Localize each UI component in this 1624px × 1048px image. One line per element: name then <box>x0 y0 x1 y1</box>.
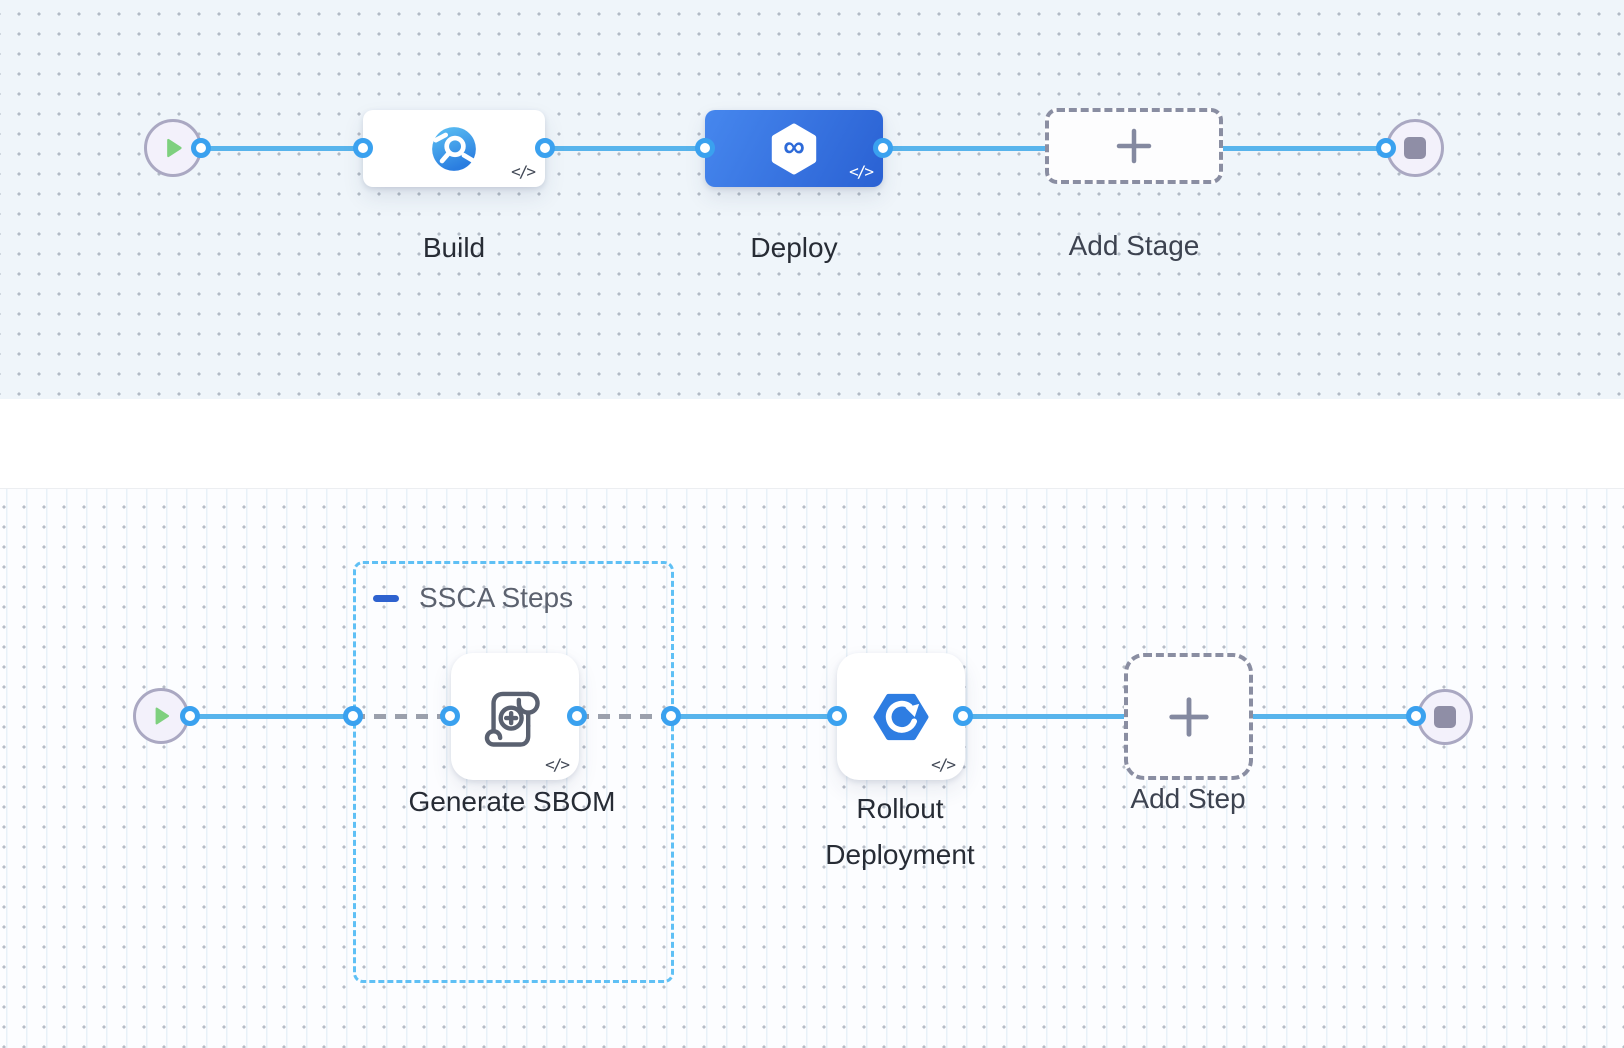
add-stage-label: Add Stage <box>1068 230 1200 261</box>
step-card-generate-sbom[interactable]: </> <box>451 653 579 780</box>
stage-canvas[interactable]: </> ∞ </> Build Deploy Add Stage <box>0 0 1624 399</box>
sbom-scroll-icon <box>484 691 540 747</box>
rollout-icon <box>873 693 929 740</box>
step-connector-dashed <box>577 714 671 719</box>
connector-port <box>180 706 200 726</box>
stage-label-build: Build <box>422 232 486 263</box>
stop-icon <box>1434 706 1456 728</box>
connector-port <box>353 138 373 158</box>
add-step-button[interactable] <box>1124 653 1253 780</box>
stop-icon <box>1404 137 1426 159</box>
yaml-code-badge: </> <box>511 162 536 181</box>
connector-port <box>440 706 460 726</box>
cd-deploy-icon: ∞ <box>771 123 817 174</box>
connector-port <box>567 706 587 726</box>
stage-label-deploy: Deploy <box>750 232 838 263</box>
connector-port <box>1406 706 1426 726</box>
yaml-code-badge: </> <box>545 755 570 774</box>
stage-card-deploy[interactable]: ∞ </> <box>705 110 883 187</box>
connector-port <box>953 706 973 726</box>
stage-card-build[interactable]: </> <box>363 110 545 187</box>
play-icon <box>167 138 182 158</box>
step-connector-dashed <box>353 714 450 719</box>
pipeline-start-node <box>144 119 202 177</box>
step-group-label: SSCA Steps <box>419 582 574 613</box>
step-group-ssca[interactable] <box>353 561 674 983</box>
play-icon <box>155 707 170 725</box>
step-label-generate-sbom: Generate SBOM <box>408 786 616 817</box>
step-label-line2: Deployment <box>825 839 975 870</box>
execution-canvas[interactable]: SSCA Steps </> <box>0 489 1624 1048</box>
plus-icon <box>1168 696 1209 737</box>
connector-port <box>1376 138 1396 158</box>
yaml-code-badge: </> <box>931 755 956 774</box>
step-card-rollout-deployment[interactable]: </> <box>837 653 965 780</box>
step-connector <box>671 714 837 719</box>
connector-port <box>535 138 555 158</box>
connector-port <box>873 138 893 158</box>
step-label-line1: Rollout <box>856 793 944 824</box>
svg-text:∞: ∞ <box>783 130 805 163</box>
step-connector <box>190 714 353 719</box>
add-stage-button[interactable] <box>1045 108 1223 184</box>
add-step-label: Add Step <box>1130 783 1246 814</box>
step-label-rollout-deployment: Rollout Deployment <box>750 786 1050 878</box>
yaml-code-badge: </> <box>849 162 874 181</box>
stage-connector <box>201 146 364 151</box>
connector-port <box>695 138 715 158</box>
stage-connector <box>545 146 707 151</box>
connector-port <box>191 138 211 158</box>
ci-build-icon <box>432 126 476 171</box>
connector-port <box>827 706 847 726</box>
plus-icon <box>1116 128 1152 164</box>
connector-port <box>343 706 363 726</box>
collapse-group-button[interactable] <box>373 594 399 602</box>
stage-tabbar: Overview Service Environment Execution A… <box>0 399 1624 888</box>
connector-port <box>661 706 681 726</box>
